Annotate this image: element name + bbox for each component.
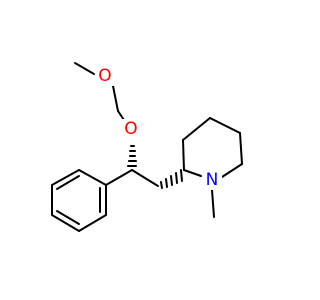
hashed-wedge-bond-chiral-oxygen <box>127 145 137 167</box>
bond-c6-n <box>221 163 243 178</box>
bond-methyl-oxygen <box>74 62 95 75</box>
bond-c5-c6 <box>239 132 243 165</box>
background <box>0 0 300 300</box>
bond-chiral-phenyl <box>105 169 133 186</box>
bond-n-methyl <box>211 189 215 218</box>
atom-nitrogen: N <box>202 170 222 190</box>
bond-c4-c5 <box>209 117 241 134</box>
bond-n-c2 <box>183 169 202 177</box>
benzene-ring <box>51 169 107 232</box>
svg-text:O: O <box>98 66 111 86</box>
bond-c3-c4 <box>182 117 211 141</box>
svg-text:O: O <box>124 119 137 139</box>
molecule-structure-diagram: O O N <box>0 0 300 300</box>
svg-text:N: N <box>206 170 219 190</box>
bond-chiral-ch2 <box>131 169 159 187</box>
atom-oxygen-methoxy: O <box>96 66 114 86</box>
hashed-wedge-bond-ring-c2 <box>160 169 183 189</box>
atom-oxygen-chiral: O <box>122 119 140 139</box>
bond-c2-c3 <box>182 139 185 171</box>
